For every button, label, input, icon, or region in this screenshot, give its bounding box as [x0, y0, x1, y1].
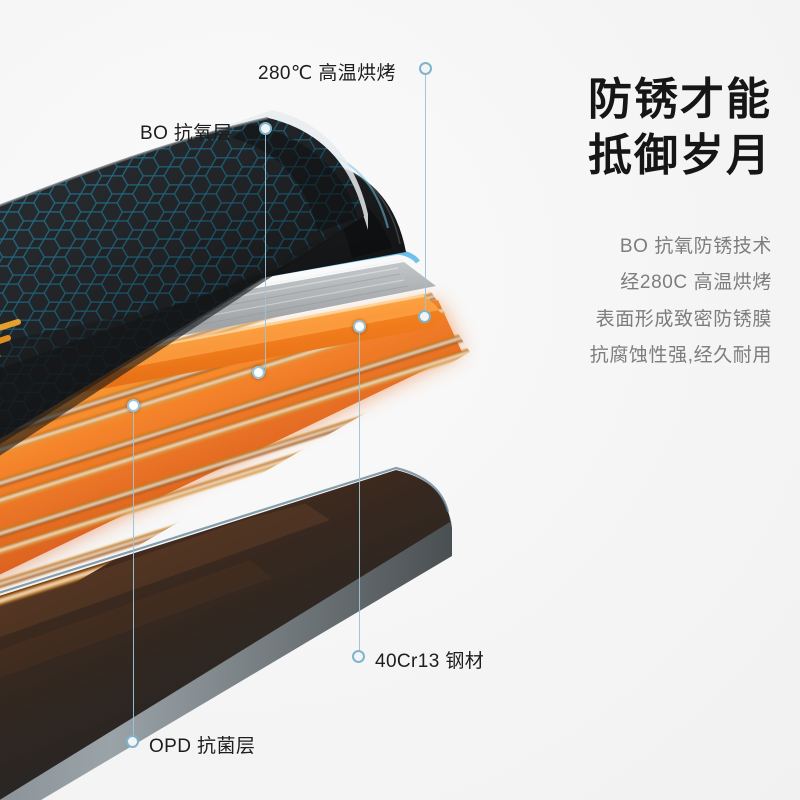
callout-bake-leader-line: [424, 75, 427, 311]
callout-steel-label: 40Cr13 钢材: [375, 651, 485, 672]
callout-steel-endpoint-icon: [353, 320, 366, 333]
callout-bo-layer-label: BO 抗氧层: [140, 123, 233, 144]
description-line-3: 表面形成致密防锈膜: [595, 308, 772, 330]
headline-line-1: 防锈才能: [588, 75, 772, 124]
callout-opd-layer-endpoint-icon: [127, 399, 140, 412]
callout-bake-label: 280℃ 高温烘烤: [258, 63, 396, 84]
description-line-2: 经280C 高温烘烤: [620, 272, 772, 294]
description-line-1: BO 抗氧防锈技术: [619, 235, 772, 257]
coil-tails-left: [0, 319, 21, 358]
callout-opd-layer-label: OPD 抗菌层: [149, 736, 256, 757]
callout-bake-ring-icon: [419, 62, 432, 75]
page-title: 防锈才能 抵御岁月: [512, 72, 772, 185]
layer-honeycomb-top: [0, 110, 368, 456]
marketing-text-panel: 防锈才能 抵御岁月 BO 抗氧防锈技术 经280C 高温烘烤 表面形成致密防锈膜…: [512, 72, 772, 375]
callout-opd-layer-leader-line: [132, 412, 135, 736]
callout-bo-layer-endpoint-icon: [252, 366, 265, 379]
callout-bake-endpoint-icon: [418, 310, 431, 323]
callout-bo-layer-ring-icon: [259, 122, 272, 135]
callout-steel-leader-line: [358, 333, 361, 657]
layer-base-plate: [0, 466, 452, 800]
callout-opd-layer-ring-icon: [126, 735, 139, 748]
description-block: BO 抗氧防锈技术 经280C 高温烘烤 表面形成致密防锈膜 抗腐蚀性强,经久耐…: [512, 229, 772, 375]
description-line-4: 抗腐蚀性强,经久耐用: [589, 345, 772, 367]
callout-steel-ring-icon: [352, 650, 365, 663]
callout-bo-layer-leader-line: [264, 135, 267, 373]
headline-line-2: 抵御岁月: [588, 131, 772, 181]
